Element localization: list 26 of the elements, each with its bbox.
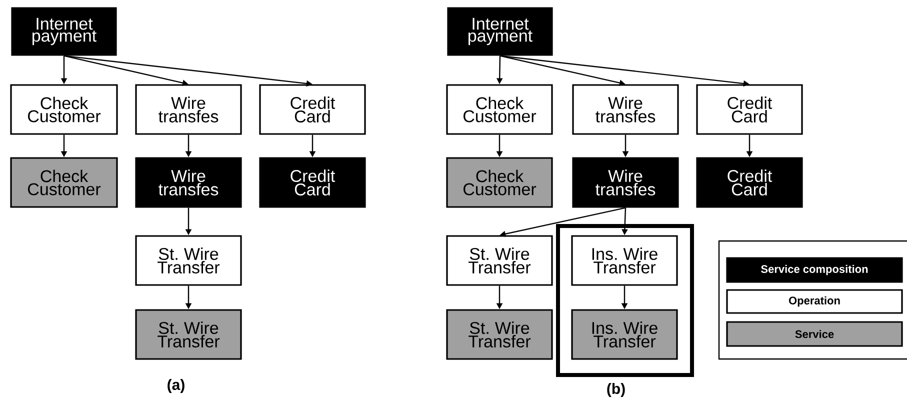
composition-box: Credit Card [696,157,803,208]
operation-box: Credit Card [259,84,366,135]
composition-box: Internet payment [11,7,117,56]
legend-text: Operation [789,296,840,307]
panel-label: (a) [168,379,184,393]
service-box: Ins. Wire Transfer [571,309,678,360]
service-box: St. Wire Transfer [446,309,553,360]
operation-box: Credit Card [696,84,803,135]
operation-box: Check Customer [446,84,553,135]
operation-box: St. Wire Transfer [135,235,242,286]
panel-label: (b) [607,383,625,397]
legend-text: Service [795,330,834,338]
legend-text: Service composition [761,264,868,276]
operation-box: Check Customer [10,84,118,135]
service-box: St. Wire Transfer [135,309,242,360]
composition-box: Internet payment [447,7,553,56]
composition-box: Credit Card [259,157,366,208]
service-box: Check Customer [446,157,553,208]
composition-box: Wire transfes [572,157,679,208]
operation-box: Ins. Wire Transfer [571,235,678,286]
group-frame [556,224,694,377]
composition-box: Wire transfes [135,157,242,208]
operation-box: Wire transfes [135,84,242,135]
service-box: Check Customer [10,157,118,208]
operation-box: St. Wire Transfer [446,235,553,286]
operation-box: Wire transfes [572,84,679,135]
